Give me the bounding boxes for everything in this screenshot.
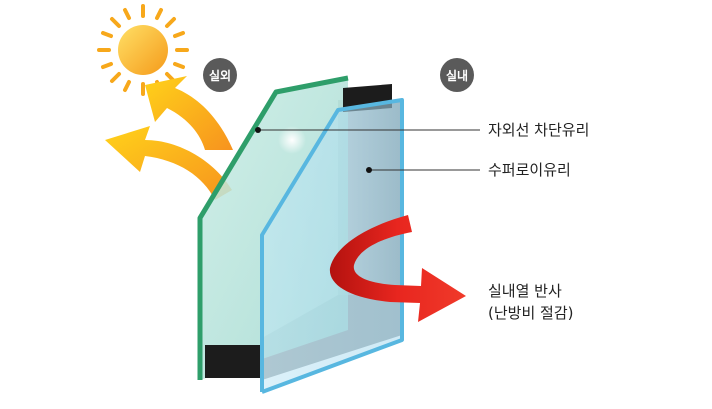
super-glass-label: 수퍼로이유리 xyxy=(488,161,571,179)
sun-icon xyxy=(97,4,189,96)
indoor-badge: 실내 xyxy=(440,58,474,92)
super-glass-dot xyxy=(366,167,372,173)
bottom-spacer xyxy=(205,345,262,378)
uv-glass-dot xyxy=(255,127,261,133)
outdoor-badge: 실외 xyxy=(203,58,237,92)
outer-glass-edge xyxy=(197,75,349,380)
heat-saving-label: (난방비 절감) xyxy=(488,304,574,322)
reflected-sunlight-arrow xyxy=(145,76,233,150)
heat-reflection-arrow xyxy=(329,215,466,322)
inner-glass-pane xyxy=(262,100,402,392)
heat-reflect-label: 실내열 반사 xyxy=(488,282,562,300)
inner-glass-edge xyxy=(260,98,404,394)
uv-glass-label: 자외선 차단유리 xyxy=(488,121,590,139)
glass-glint xyxy=(278,126,306,154)
reflected-sunlight-arrow-lower xyxy=(105,126,232,200)
